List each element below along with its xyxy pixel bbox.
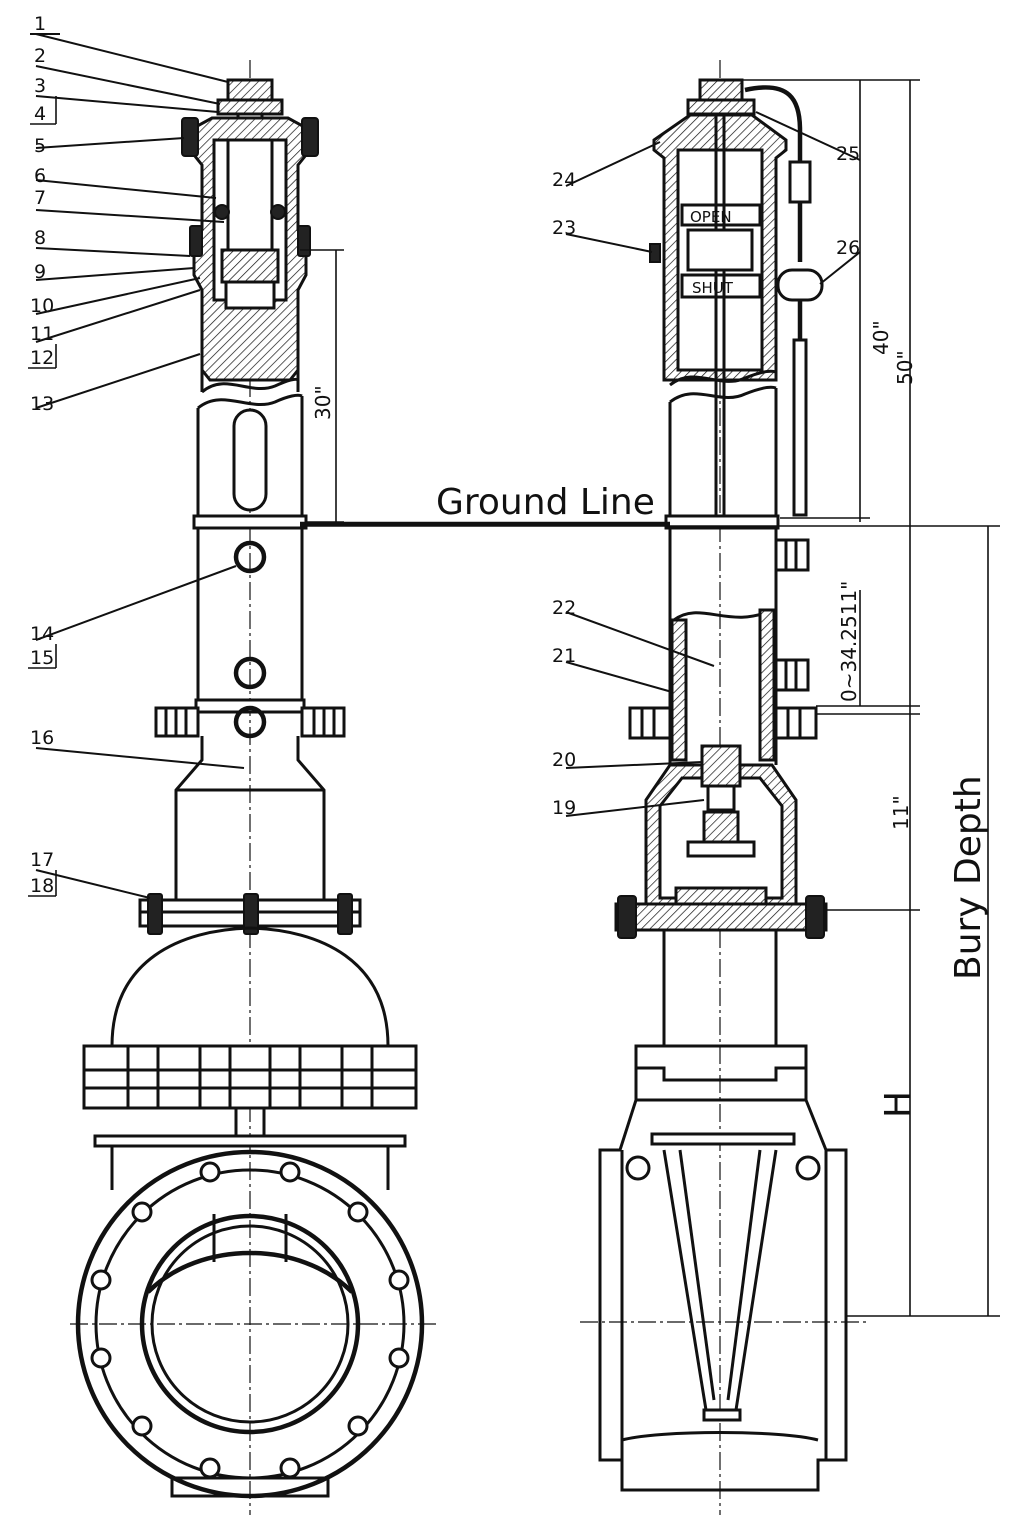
tube-bolts-right [628, 538, 818, 740]
part-label-6: 6 [34, 165, 46, 187]
part-label-7: 7 [34, 187, 46, 209]
part-label-4: 4 [34, 103, 46, 125]
part-label-3: 3 [34, 75, 46, 97]
bonnet-dome-left [82, 926, 418, 1190]
part-label-24: 24 [552, 169, 576, 191]
part-label-25: 25 [836, 143, 860, 165]
part-label-12: 12 [30, 347, 54, 369]
ground-line-label: Ground Line [436, 482, 655, 523]
bury-depth-label: Bury Depth [948, 775, 989, 980]
part-label-10: 10 [30, 295, 54, 317]
extension-tube-right [664, 369, 780, 765]
part-label-11: 11 [30, 323, 54, 345]
height-label-h: H [878, 1091, 919, 1118]
left-view [70, 60, 440, 1515]
part-label-5: 5 [34, 135, 46, 157]
indicator-open-text: OPEN [690, 208, 732, 226]
part-label-9: 9 [34, 261, 46, 283]
dimension-range: 0~34.2511" [837, 581, 861, 702]
part-label-8: 8 [34, 227, 46, 249]
cable-gauge-right [744, 85, 824, 517]
part-label-17: 17 [30, 849, 54, 871]
dimensions-right [300, 79, 1000, 1317]
part-label-2: 2 [34, 45, 46, 67]
dimension-40: 40" [869, 320, 893, 355]
extension-tube-left [192, 370, 308, 739]
dimension-11: 11" [889, 795, 913, 830]
leader-lines [30, 33, 861, 899]
top-housing-left [181, 116, 319, 382]
part-labels: 1 2 3 4 5 6 7 8 9 10 11 12 13 14 15 16 1… [28, 13, 860, 897]
part-label-1: 1 [34, 13, 46, 35]
part-label-20: 20 [552, 749, 576, 771]
part-label-22: 22 [552, 597, 576, 619]
part-label-15: 15 [30, 647, 54, 669]
part-label-19: 19 [552, 797, 576, 819]
dimension-50: 50" [893, 350, 917, 385]
part-label-21: 21 [552, 645, 576, 667]
valve-body-left [70, 1149, 440, 1499]
adapter-right [644, 744, 798, 912]
indicator-housing-right [649, 113, 788, 520]
indicator-shut-text: SHUT [692, 279, 734, 297]
dimension-30: 30" [311, 385, 335, 420]
part-label-26: 26 [836, 237, 860, 259]
right-view [300, 60, 1000, 1515]
part-label-18: 18 [30, 875, 54, 897]
coupling-bolts-left [154, 706, 346, 738]
flange-right [614, 895, 828, 939]
valve-body-right [580, 930, 866, 1492]
flange-left [138, 893, 362, 935]
part-label-13: 13 [30, 393, 54, 415]
part-label-23: 23 [552, 217, 576, 239]
part-label-14: 14 [30, 623, 54, 645]
part-label-16: 16 [30, 727, 54, 749]
